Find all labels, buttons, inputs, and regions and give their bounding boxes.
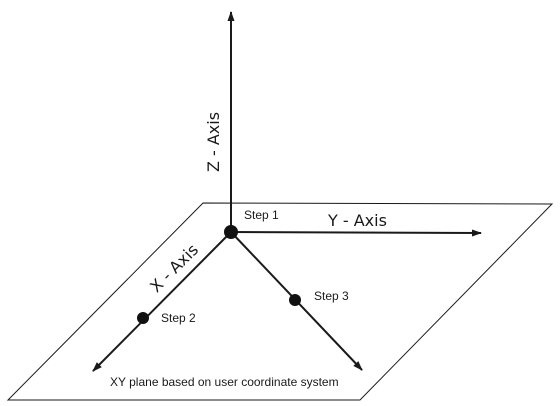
xy-plane [6,202,554,401]
z-axis-label: Z - Axis [204,112,223,172]
y-axis-label: Y - Axis [327,211,387,230]
y-axis-line [230,229,482,237]
step3-point [289,294,301,306]
x-axis-label: X - Axis [146,240,202,296]
step1-point [224,225,238,239]
step2-point [137,312,149,324]
step3-label: Step 3 [314,289,349,303]
step2-label: Step 2 [161,311,196,325]
x-axis-line [92,231,232,372]
plane-caption: XY plane based on user coordinate system [110,375,339,389]
step1-label: Step 1 [244,208,279,222]
